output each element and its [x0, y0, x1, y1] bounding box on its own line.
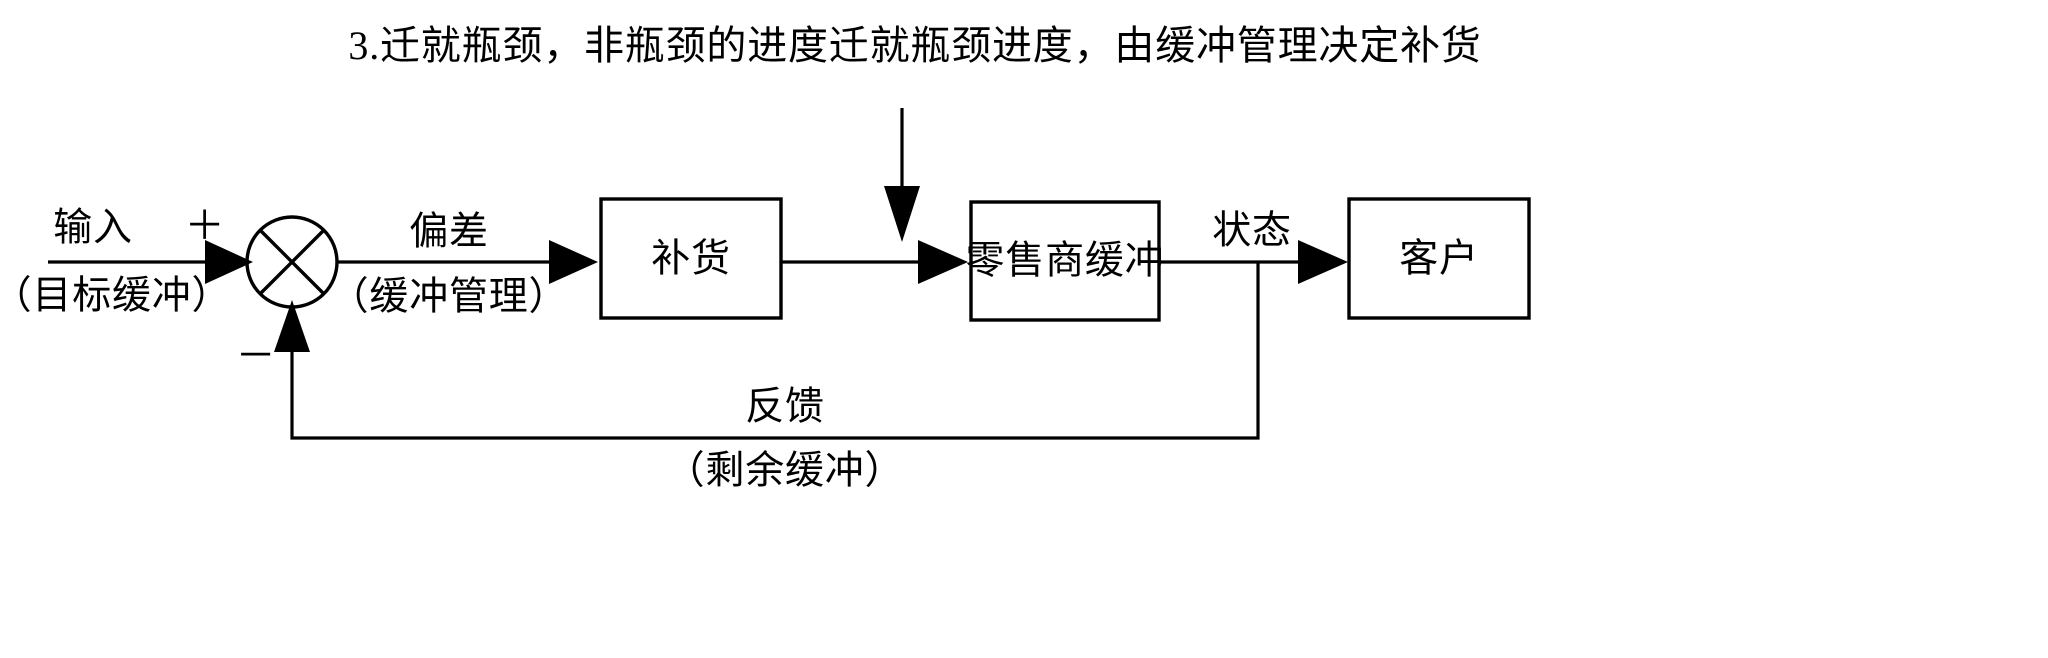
block-replenishment-label: 补货	[651, 237, 731, 281]
replenishment-to-retailer-arrow	[781, 240, 968, 284]
status-label: 状态	[1212, 209, 1292, 253]
input-arrow	[48, 240, 253, 284]
input-label-top: 输入	[53, 206, 133, 250]
summing-junction	[245, 215, 339, 309]
block-customer-label: 客户	[1399, 237, 1479, 281]
diagram-title: 3.迁就瓶颈，非瓶颈的进度迁就瓶颈进度，由缓冲管理决定补货	[348, 23, 1482, 68]
feedback-label-top: 反馈	[745, 385, 825, 429]
status-arrow	[1159, 240, 1348, 284]
deviation-arrow	[337, 240, 598, 284]
feedback-label-bottom: （剩余缓冲）	[665, 449, 905, 493]
minus-sign: －	[235, 334, 277, 378]
deviation-label-top: 偏差	[409, 210, 489, 254]
input-label-bottom: （目标缓冲）	[0, 274, 232, 318]
plus-sign: ＋	[184, 204, 226, 248]
deviation-label-bottom: （缓冲管理）	[329, 275, 569, 319]
block-customer-rect	[1347, 197, 1531, 320]
block-retailer-buffer-label: 零售商缓冲	[965, 239, 1165, 283]
block-replenishment-rect	[599, 197, 783, 320]
feedback-path	[274, 262, 1260, 440]
title-to-replenishment-arrow	[884, 108, 920, 242]
